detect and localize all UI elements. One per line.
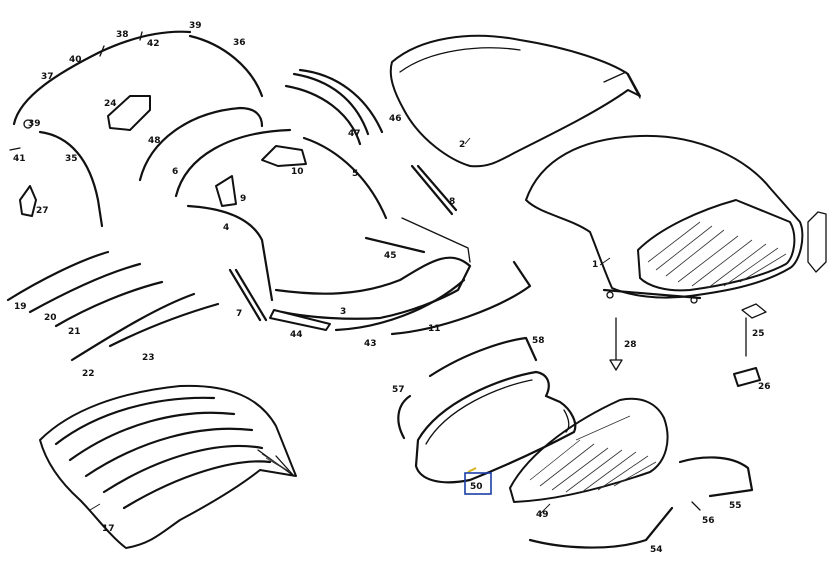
part-4-rail — [186, 204, 274, 302]
label-9: 9 — [240, 194, 246, 204]
part-11-strip — [390, 260, 532, 336]
part-21-strip — [54, 280, 164, 328]
label-24: 24 — [104, 99, 117, 109]
label-55: 55 — [729, 501, 742, 511]
label-28: 28 — [624, 340, 637, 350]
part-6-bow — [174, 128, 292, 198]
part-26-plate — [733, 367, 761, 387]
label-19: 19 — [14, 302, 27, 312]
part-27-latch — [19, 185, 37, 217]
part-1-hood — [525, 134, 827, 304]
part-2-top-cover — [389, 34, 641, 168]
part-54-strip — [528, 506, 674, 549]
label-49: 49 — [536, 510, 549, 520]
part-50-window-seal — [414, 370, 577, 484]
label-25: 25 — [752, 329, 765, 339]
part-3-brace — [401, 217, 471, 263]
rails-37-38-35 — [12, 30, 264, 228]
label-38: 38 — [116, 30, 129, 40]
part-23-strip — [108, 302, 220, 348]
part-49-rear-window — [509, 397, 669, 503]
label-21: 21 — [68, 327, 81, 337]
part-46b-bow — [298, 68, 384, 134]
part-10-bracket — [261, 145, 307, 167]
label-27: 27 — [36, 206, 49, 216]
label-44: 44 — [290, 330, 303, 340]
label-35: 35 — [65, 154, 78, 164]
highlight-marker — [464, 467, 492, 495]
part-9-bracket — [215, 175, 237, 207]
label-3: 3 — [340, 307, 346, 317]
label-1: 1 — [592, 260, 598, 270]
part-58-seal — [428, 336, 538, 378]
label-50: 50 — [470, 482, 483, 492]
label-46: 46 — [389, 114, 402, 124]
label-47: 47 — [348, 129, 361, 139]
part-17-hardtop — [39, 384, 297, 549]
label-22: 22 — [82, 369, 95, 379]
part-22-strip — [70, 292, 196, 362]
part-1-window-hatch — [647, 221, 787, 289]
label-4: 4 — [223, 223, 229, 233]
part-5-bow — [302, 136, 388, 220]
part-56-clip — [691, 501, 701, 511]
part-number-labels: 1 2 3 4 5 6 7 8 9 10 11 17 19 20 21 22 2… — [13, 21, 771, 555]
label-7: 7 — [236, 309, 242, 319]
part-25-strut — [741, 303, 767, 357]
label-23: 23 — [142, 353, 155, 363]
label-57: 57 — [392, 385, 405, 395]
part-24-hinge — [107, 95, 151, 131]
label-26: 26 — [758, 382, 771, 392]
label-56: 56 — [702, 516, 715, 526]
part-44-strip — [269, 309, 331, 331]
label-17: 17 — [102, 524, 115, 534]
label-58: 58 — [532, 336, 545, 346]
part-43-strip — [334, 278, 466, 332]
label-2: 2 — [459, 140, 465, 150]
part-8-bracket — [410, 164, 458, 216]
label-8: 8 — [449, 197, 455, 207]
label-48: 48 — [148, 136, 161, 146]
part-45-rod — [364, 236, 426, 254]
part-46-bow — [284, 84, 362, 146]
label-45: 45 — [384, 251, 397, 261]
label-6: 6 — [172, 167, 178, 177]
label-36: 36 — [233, 38, 246, 48]
label-39-top: 39 — [189, 21, 202, 31]
label-41: 41 — [13, 154, 26, 164]
part-48-bow — [138, 106, 264, 182]
leader-lines — [89, 137, 611, 515]
part-19-strip — [6, 250, 110, 302]
part-7-bracket — [228, 268, 268, 322]
label-40: 40 — [69, 55, 82, 65]
part-55-strip — [678, 456, 754, 498]
label-11: 11 — [428, 324, 441, 334]
part-57-seal — [397, 394, 412, 440]
label-43: 43 — [364, 339, 377, 349]
label-39-left: 39 — [28, 119, 41, 129]
part-20-strip — [28, 262, 142, 314]
label-20: 20 — [44, 313, 57, 323]
part-47-bow — [292, 72, 370, 136]
label-42: 42 — [147, 39, 160, 49]
part-3-frame — [274, 256, 472, 320]
part-41-clip — [9, 147, 21, 151]
label-54: 54 — [650, 545, 663, 555]
label-5: 5 — [352, 169, 358, 179]
label-37: 37 — [41, 72, 54, 82]
part-28-strut — [609, 317, 623, 371]
label-10: 10 — [291, 167, 304, 177]
